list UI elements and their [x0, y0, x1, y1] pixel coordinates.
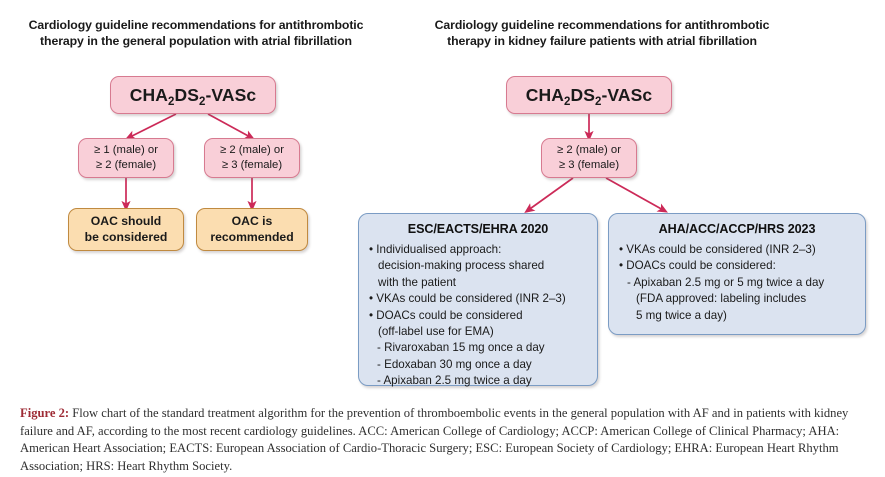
- right-decision-text: ≥ 2 (male) or ≥ 3 (female): [557, 143, 621, 174]
- guideline-box-aha-body: • VKAs could be considered (INR 2–3) • D…: [619, 242, 855, 324]
- left-decision-1-line2: ≥ 2 (female): [95, 159, 157, 171]
- left-decision-node-2: ≥ 2 (male) or ≥ 3 (female): [204, 138, 300, 178]
- right-column-title: Cardiology guideline recommendations for…: [434, 18, 770, 49]
- guideline-box-esc: ESC/EACTS/EHRA 2020 • Individualised app…: [358, 213, 598, 387]
- arrow-right-dec-to-esc: [524, 177, 574, 213]
- left-outcome-1-line2: be considered: [84, 229, 168, 244]
- left-outcome-2-line1: OAC is: [231, 214, 273, 228]
- left-decision-2-line2: ≥ 3 (female): [221, 159, 283, 171]
- guideline-box-esc-heading: ESC/EACTS/EHRA 2020: [407, 222, 549, 236]
- list-item: • Individualised approach:: [369, 243, 502, 256]
- list-item: • VKAs could be considered (INR 2–3): [369, 292, 566, 306]
- guideline-box-aha-heading: AHA/ACC/ACCP/HRS 2023: [658, 222, 816, 236]
- right-root-label: CHA2DS2-VASc: [525, 84, 653, 108]
- list-item: • VKAs could be considered (INR 2–3): [619, 243, 816, 256]
- arrow-right-dec-to-aha: [605, 177, 668, 213]
- list-item: • DOACs could be considered:: [619, 259, 776, 273]
- guideline-box-esc-body: • Individualised approach: decision-maki…: [369, 242, 587, 390]
- left-outcome-node-2: OAC is recommended: [196, 208, 308, 251]
- left-root-label: CHA2DS2-VASc: [129, 84, 257, 108]
- left-root-node-chads-vasc: CHA2DS2-VASc: [110, 76, 276, 114]
- left-outcome-node-1: OAC should be considered: [68, 208, 184, 251]
- left-outcome-2-line2: recommended: [210, 229, 294, 244]
- left-column-title: Cardiology guideline recommendations for…: [28, 18, 364, 49]
- left-outcome-1-text: OAC should be considered: [85, 214, 168, 245]
- left-outcome-2-text: OAC is recommended: [210, 214, 293, 245]
- left-decision-1-text: ≥ 1 (male) or ≥ 2 (female): [94, 143, 158, 174]
- guideline-box-aha: AHA/ACC/ACCP/HRS 2023 • VKAs could be co…: [608, 213, 866, 335]
- right-decision-node: ≥ 2 (male) or ≥ 3 (female): [541, 138, 637, 178]
- left-decision-2-text: ≥ 2 (male) or ≥ 3 (female): [220, 143, 284, 174]
- figure-caption-text: Flow chart of the standard treatment alg…: [20, 406, 849, 473]
- list-item: (FDA approved: labeling includes: [636, 292, 807, 306]
- list-item: - Edoxaban 30 mg once a day: [377, 357, 532, 371]
- left-decision-1-line1: ≥ 1 (male) or: [94, 143, 158, 156]
- right-root-node-chads-vasc: CHA2DS2-VASc: [506, 76, 672, 114]
- list-item: decision-making process shared: [378, 259, 545, 273]
- left-decision-node-1: ≥ 1 (male) or ≥ 2 (female): [78, 138, 174, 178]
- list-item: - Rivaroxaban 15 mg once a day: [377, 341, 545, 355]
- list-item: - Apixaban 2.5 mg twice a day: [377, 374, 532, 388]
- list-item: with the patient: [378, 275, 456, 289]
- list-item: (off-label use for EMA): [378, 325, 494, 339]
- right-decision-line1: ≥ 2 (male) or: [557, 143, 621, 156]
- right-decision-line2: ≥ 3 (female): [558, 159, 620, 171]
- arrow-left-root-to-dec2: [207, 113, 255, 140]
- list-item: - Apixaban 2.5 mg or 5 mg twice a day: [627, 275, 825, 289]
- list-item: 5 mg twice a day): [636, 308, 727, 322]
- list-item: • DOACs could be considered: [369, 308, 523, 322]
- left-decision-2-line1: ≥ 2 (male) or: [220, 143, 284, 156]
- figure-caption-label: Figure 2:: [20, 406, 70, 420]
- left-outcome-1-line1: OAC should: [90, 214, 162, 228]
- figure-caption: Figure 2: Flow chart of the standard tre…: [20, 405, 868, 475]
- arrow-left-root-to-dec1: [124, 113, 177, 140]
